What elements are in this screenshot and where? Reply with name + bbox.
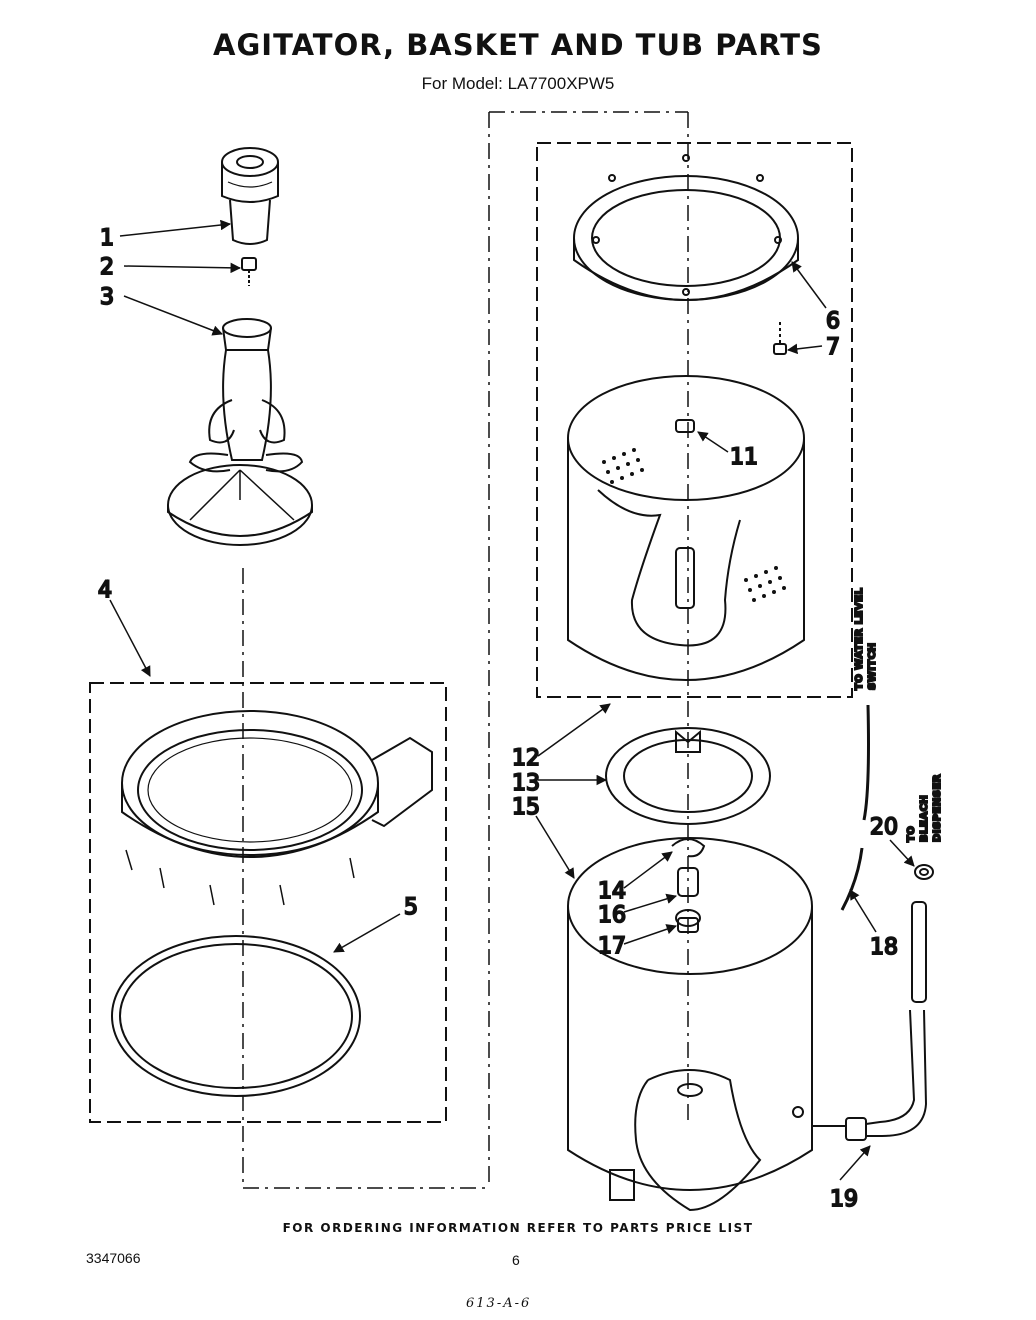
agitator-bolt xyxy=(241,257,257,286)
callout-3: 3 xyxy=(100,285,114,310)
callout-16: 16 xyxy=(598,903,626,928)
water-level-label-line1: TO WATER LEVEL xyxy=(854,588,865,690)
callout-11: 11 xyxy=(730,445,758,470)
callout-17: 17 xyxy=(598,934,626,959)
handwritten-reference-code: 613-A-6 xyxy=(466,1296,532,1311)
callout-4: 4 xyxy=(98,578,112,603)
callout-5: 5 xyxy=(404,895,418,920)
model-subtitle: For Model: LA7700XPW5 xyxy=(421,74,615,93)
bleach-label-line3: DISPENSER xyxy=(932,774,943,842)
callout-19: 19 xyxy=(830,1187,858,1212)
document-number: 3347066 xyxy=(86,1250,141,1266)
bleach-dispenser-label: TO BLEACH DISPENSER xyxy=(905,773,944,843)
water-level-hose xyxy=(840,704,870,911)
tub-seal-gasket xyxy=(111,935,361,1097)
agitator xyxy=(167,318,313,546)
ring-screw xyxy=(773,322,787,355)
callout-20: 20 xyxy=(870,815,898,840)
callout-6: 6 xyxy=(826,309,840,334)
water-level-label-line2: SWITCH xyxy=(867,643,878,690)
callout-14: 14 xyxy=(598,879,626,904)
dashed-group-box-12 xyxy=(536,142,853,698)
bleach-label-line2: BLEACH xyxy=(919,795,930,842)
callout-15: 15 xyxy=(512,795,540,820)
callout-leaders xyxy=(109,219,915,1181)
outer-tub xyxy=(567,837,813,1212)
callout-7: 7 xyxy=(826,335,840,360)
callout-1: 1 xyxy=(100,226,114,251)
bleach-label-line1: TO xyxy=(906,826,917,842)
bleach-fitting xyxy=(914,864,934,880)
tub-ring xyxy=(121,710,433,906)
callout-12: 12 xyxy=(512,746,540,771)
water-level-switch-label: TO WATER LEVEL SWITCH xyxy=(853,587,879,691)
balance-ring xyxy=(573,154,799,301)
callout-13: 13 xyxy=(512,771,540,796)
assembly-centerlines xyxy=(242,111,689,1189)
callout-2: 2 xyxy=(100,255,114,280)
tub-seal-parts xyxy=(671,838,706,933)
ordering-info-note: FOR ORDERING INFORMATION REFER TO PARTS … xyxy=(282,1221,754,1235)
page-title: AGITATOR, BASKET AND TUB PARTS xyxy=(213,28,823,62)
basket-perforations xyxy=(602,448,786,602)
drain-hose xyxy=(812,901,928,1141)
page-number: 6 xyxy=(512,1252,520,1268)
callout-18: 18 xyxy=(870,935,898,960)
dashed-group-box-4 xyxy=(89,682,447,1123)
agitator-cap xyxy=(221,147,279,245)
spin-basket xyxy=(567,375,805,681)
